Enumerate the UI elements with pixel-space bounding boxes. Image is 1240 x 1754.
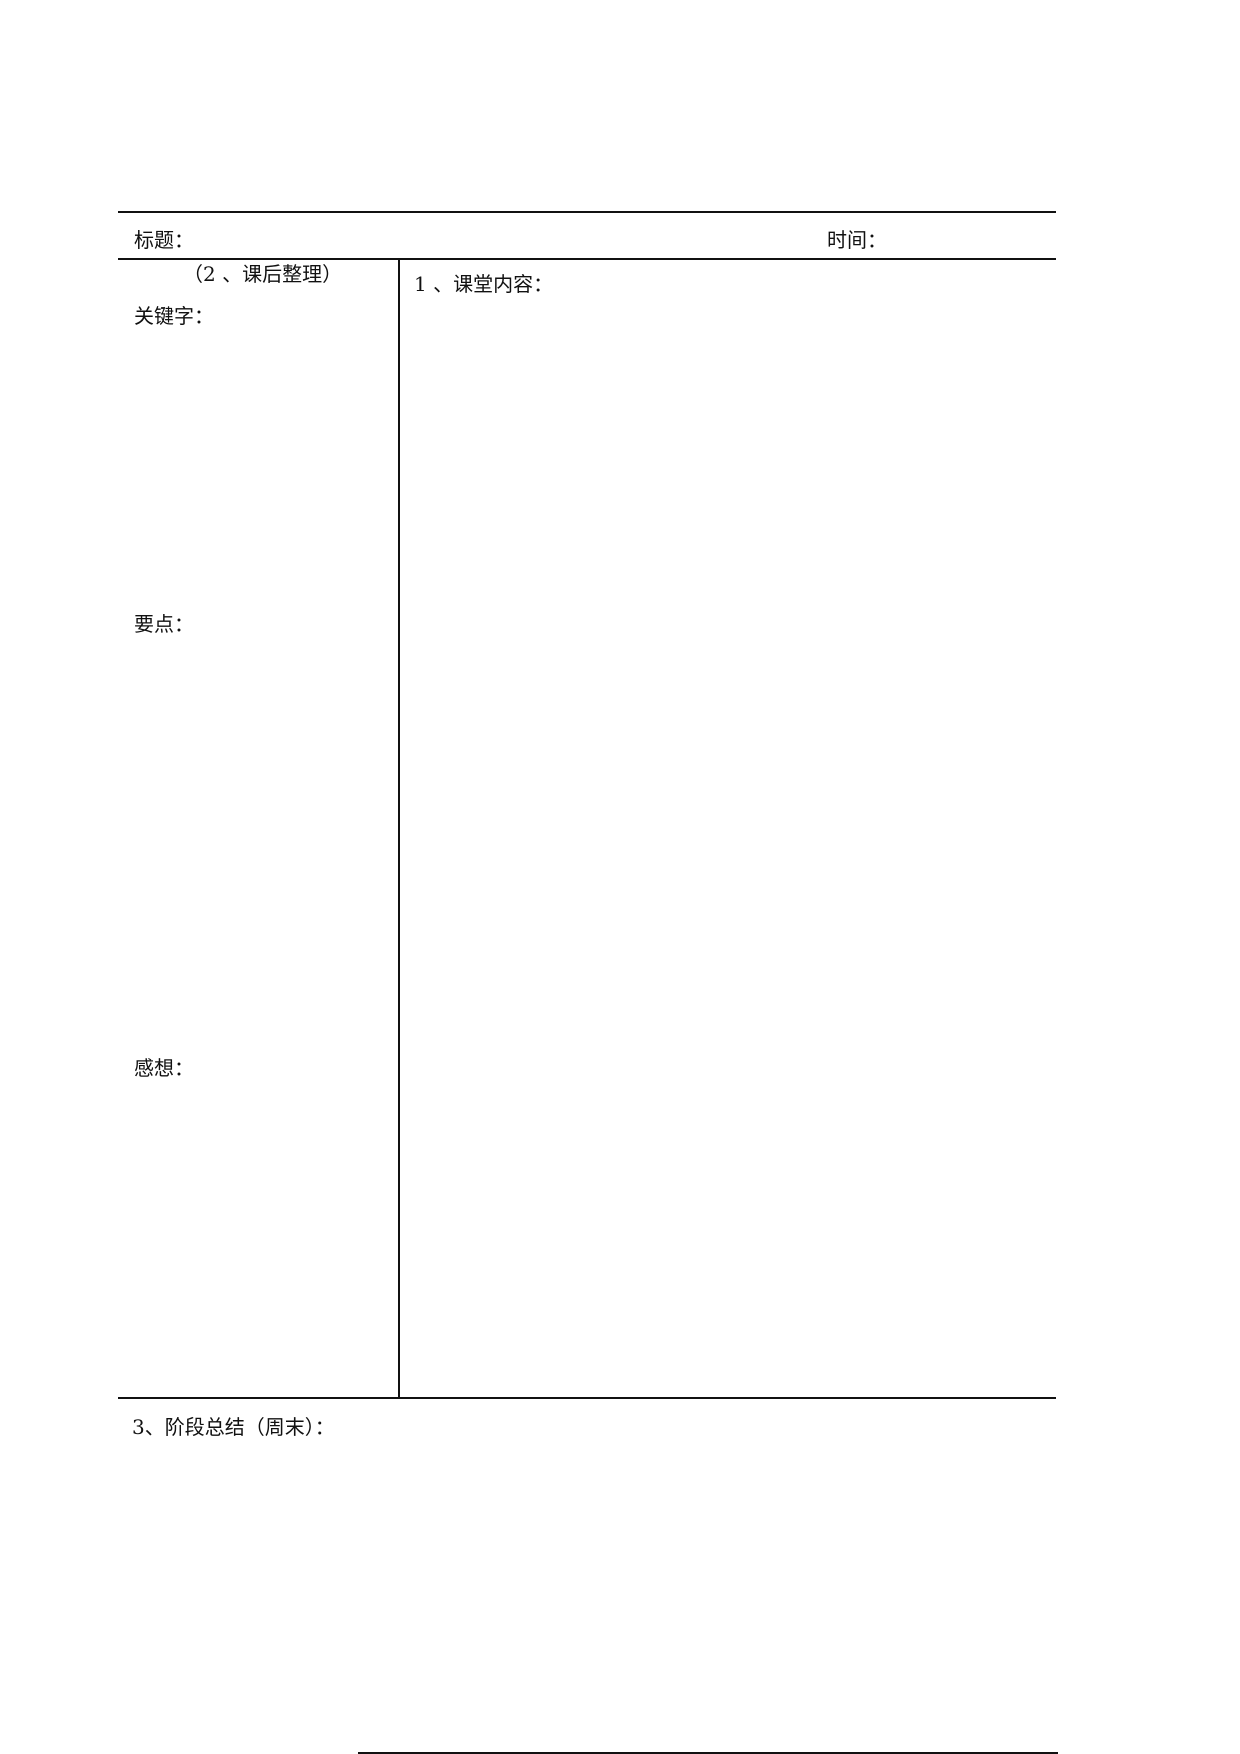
footer-rule xyxy=(358,1752,1058,1754)
keypoints-label: 要点： xyxy=(134,612,194,636)
time-label: 时间： xyxy=(827,228,887,252)
keywords-label: 关键字： xyxy=(134,304,214,328)
after-class-heading: （2 、课后整理） xyxy=(183,262,343,286)
stage-summary-label: 3、阶段总结（周末）： xyxy=(132,1415,335,1439)
column-divider xyxy=(398,260,400,1398)
class-content-heading: 1 、课堂内容： xyxy=(414,272,554,296)
top-rule xyxy=(118,211,1056,213)
header-bottom-rule xyxy=(118,258,1056,260)
bottom-rule xyxy=(118,1397,1056,1399)
thoughts-label: 感想： xyxy=(134,1056,194,1080)
title-label: 标题： xyxy=(134,228,194,252)
